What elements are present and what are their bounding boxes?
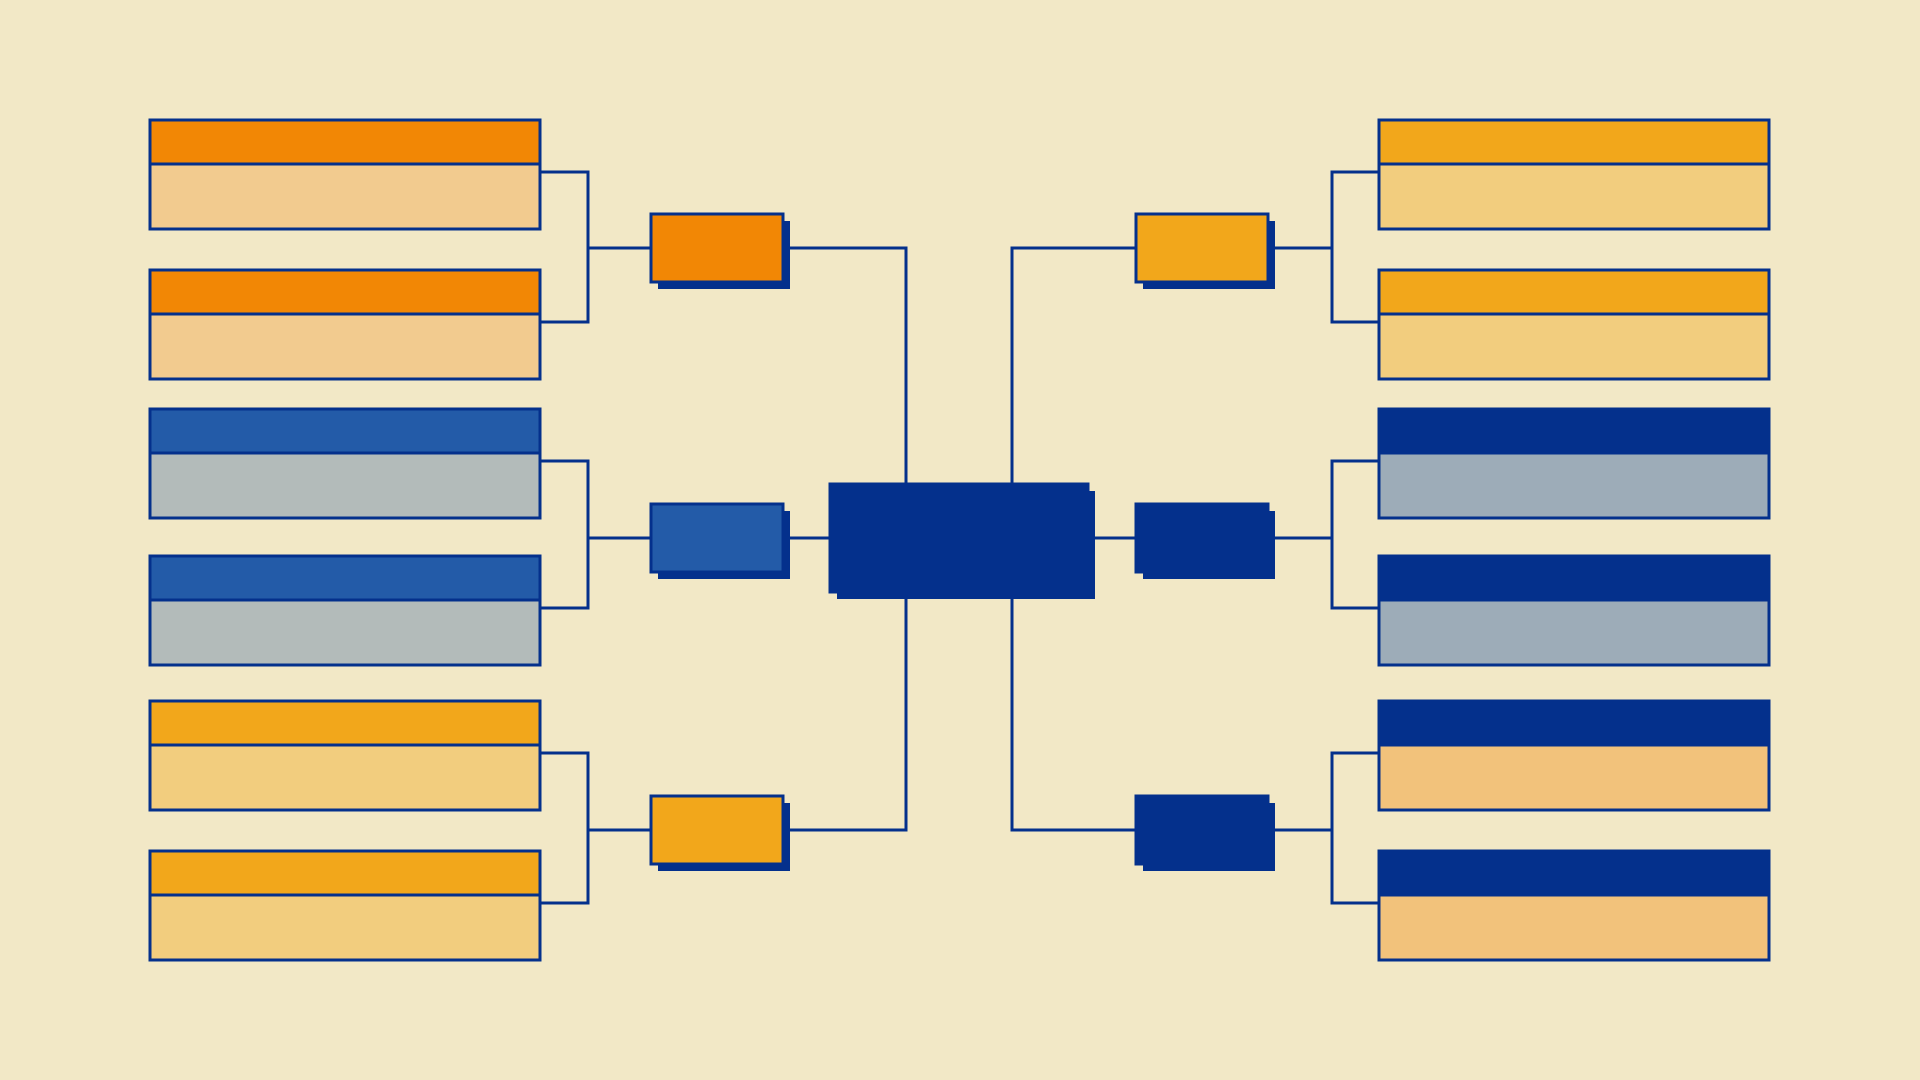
entry-header: [1377, 407, 1771, 455]
right-entry-6: [1377, 849, 1771, 962]
right-entry-2: [1377, 268, 1771, 381]
left-pair-connector-2: [540, 459, 590, 610]
left-pair-connector-3: [540, 751, 590, 905]
left-bottom-to-final: [783, 592, 908, 832]
left-entry-1: [148, 118, 542, 231]
left-entry-6: [148, 849, 542, 962]
entry-header: [1377, 268, 1771, 316]
slot-box: [649, 794, 785, 866]
right-semifinal-1: [1134, 212, 1275, 289]
right-pair-connector-3: [1330, 751, 1379, 905]
entry-body: [1377, 743, 1771, 812]
left-semifinal-1: [649, 212, 790, 289]
entry-body: [1377, 451, 1771, 520]
right-pair-connector-2: [1330, 459, 1379, 610]
slot-box: [1134, 502, 1270, 574]
right-entry-3: [1377, 407, 1771, 520]
right-top-to-final: [1010, 246, 1136, 484]
entry-slots: [148, 118, 1771, 962]
entry-header: [148, 407, 542, 455]
right-entry-4: [1377, 554, 1771, 667]
entry-body: [148, 598, 542, 667]
slot-box: [1134, 212, 1270, 284]
right-entry-1: [1377, 118, 1771, 231]
left-semifinal-2: [649, 502, 790, 579]
left-entry-4: [148, 554, 542, 667]
left-entry-5: [148, 699, 542, 812]
entry-header: [148, 554, 542, 602]
slot-box: [649, 502, 785, 574]
entry-header: [148, 118, 542, 166]
entry-header: [148, 699, 542, 747]
semifinal-slots: [649, 212, 1275, 871]
entry-header: [1377, 118, 1771, 166]
entry-header: [148, 849, 542, 897]
entry-header: [1377, 849, 1771, 897]
right-semifinal-3: [1134, 794, 1275, 871]
left-entry-2: [148, 268, 542, 381]
entry-header: [1377, 554, 1771, 602]
entry-header: [1377, 699, 1771, 747]
entry-body: [1377, 598, 1771, 667]
final-slot: [828, 482, 1095, 599]
entry-body: [148, 162, 542, 231]
entry-body: [148, 893, 542, 962]
left-entry-3: [148, 407, 542, 520]
right-semifinal-2: [1134, 502, 1275, 579]
final-box: [828, 482, 1090, 594]
connector-lines: [540, 170, 1379, 905]
right-bottom-to-final: [1010, 592, 1136, 832]
left-top-to-final: [783, 246, 908, 484]
entry-body: [148, 451, 542, 520]
entry-body: [1377, 312, 1771, 381]
entry-body: [148, 312, 542, 381]
entry-body: [1377, 893, 1771, 962]
entry-header: [148, 268, 542, 316]
slot-box: [1134, 794, 1270, 866]
right-entry-5: [1377, 699, 1771, 812]
entry-body: [148, 743, 542, 812]
entry-body: [1377, 162, 1771, 231]
left-semifinal-3: [649, 794, 790, 871]
slot-box: [649, 212, 785, 284]
